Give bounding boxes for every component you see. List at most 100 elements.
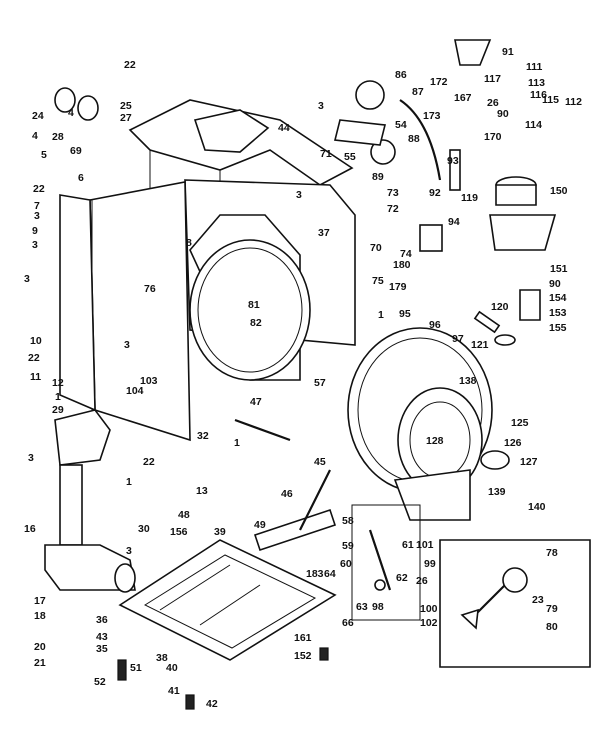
callout-26: 26 — [416, 575, 428, 587]
callout-89: 89 — [372, 171, 384, 183]
callout-117: 117 — [484, 73, 501, 85]
callout-60: 60 — [340, 558, 352, 570]
top-panel — [128, 99, 354, 210]
callout-81: 81 — [248, 299, 260, 311]
callout-121: 121 — [471, 339, 489, 351]
callout-78: 78 — [546, 547, 558, 559]
callout-11: 11 — [30, 371, 41, 383]
callout-104: 104 — [126, 385, 144, 397]
callout-111: 111 — [526, 61, 543, 73]
callout-87: 87 — [412, 86, 424, 98]
callout-17: 17 — [34, 595, 46, 607]
callout-3: 3 — [32, 239, 38, 251]
callout-115: 115 — [542, 94, 559, 106]
callout-39: 39 — [214, 526, 226, 538]
callout-94: 94 — [448, 216, 460, 228]
callout-62: 62 — [396, 572, 408, 584]
callout-4: 4 — [68, 107, 74, 119]
callout-30: 30 — [138, 523, 150, 535]
callout-112: 112 — [565, 96, 582, 108]
callout-74: 74 — [400, 248, 412, 260]
callout-3: 3 — [24, 273, 30, 285]
callout-3: 3 — [34, 210, 40, 222]
callout-1: 1 — [126, 476, 132, 488]
callout-139: 139 — [488, 486, 506, 498]
callout-116: 116 — [530, 89, 547, 101]
callout-16: 16 — [24, 523, 36, 535]
callout-61: 61 — [402, 539, 414, 551]
callout-10: 10 — [30, 335, 42, 347]
callout-26: 26 — [487, 97, 499, 109]
callout-79: 79 — [546, 603, 558, 615]
callout-95: 95 — [399, 308, 411, 320]
callout-12: 12 — [52, 377, 64, 389]
callout-22: 22 — [33, 183, 45, 195]
front-bulkhead — [347, 327, 493, 521]
callout-24: 24 — [32, 110, 44, 122]
blower-duct — [44, 409, 136, 593]
callout-99: 99 — [424, 558, 436, 570]
callout-23: 23 — [532, 594, 544, 606]
callout-3: 3 — [126, 545, 132, 557]
callout-75: 75 — [372, 275, 384, 287]
callout-3: 3 — [28, 452, 34, 464]
callout-172: 172 — [430, 76, 448, 88]
callout-103: 103 — [140, 375, 158, 387]
callout-138: 138 — [459, 375, 477, 387]
callout-41: 41 — [168, 685, 180, 697]
callout-57: 57 — [314, 377, 326, 389]
callout-180: 180 — [393, 259, 411, 271]
callout-6: 6 — [78, 172, 84, 184]
callout-92: 92 — [429, 187, 441, 199]
callout-9: 9 — [32, 225, 38, 237]
callout-1: 1 — [55, 391, 61, 403]
callout-48: 48 — [178, 509, 190, 521]
callout-80: 80 — [546, 621, 558, 633]
callout-42: 42 — [206, 698, 218, 710]
callout-125: 125 — [511, 417, 529, 429]
callout-55: 55 — [344, 151, 356, 163]
callout-69: 69 — [70, 145, 82, 157]
callout-27: 27 — [120, 112, 132, 124]
callout-127: 127 — [520, 456, 538, 468]
callout-73: 73 — [387, 187, 399, 199]
callout-37: 37 — [318, 227, 330, 239]
callout-5: 5 — [41, 149, 47, 161]
callout-183: 183 — [306, 568, 324, 580]
callout-150: 150 — [550, 185, 568, 197]
hardware — [54, 87, 541, 710]
callout-76: 76 — [144, 283, 156, 295]
callout-96: 96 — [429, 319, 441, 331]
callout-3: 3 — [296, 189, 302, 201]
callout-28: 28 — [52, 131, 64, 143]
callout-52: 52 — [94, 676, 106, 688]
callout-49: 49 — [254, 519, 266, 531]
callout-63: 63 — [356, 601, 368, 613]
callout-71: 71 — [320, 148, 332, 160]
callout-3: 3 — [318, 100, 324, 112]
callout-22: 22 — [143, 456, 155, 468]
callout-22: 22 — [28, 352, 40, 364]
callout-1: 1 — [234, 437, 240, 449]
heater-components — [334, 39, 557, 252]
callout-4: 4 — [32, 130, 38, 142]
callout-114: 114 — [525, 119, 542, 131]
callout-40: 40 — [166, 662, 178, 674]
callout-3: 3 — [124, 339, 130, 351]
callout-126: 126 — [504, 437, 522, 449]
callout-82: 82 — [250, 317, 262, 329]
callout-179: 179 — [389, 281, 407, 293]
callout-29: 29 — [52, 404, 64, 416]
callout-18: 18 — [34, 610, 46, 622]
callout-51: 51 — [130, 662, 142, 674]
callout-43: 43 — [96, 631, 108, 643]
callout-54: 54 — [395, 119, 407, 131]
supports — [234, 418, 337, 552]
callout-66: 66 — [342, 617, 354, 629]
callout-36: 36 — [96, 614, 108, 626]
callout-97: 97 — [452, 333, 464, 345]
callout-58: 58 — [342, 515, 354, 527]
callout-151: 151 — [550, 263, 568, 275]
callout-119: 119 — [461, 192, 478, 204]
